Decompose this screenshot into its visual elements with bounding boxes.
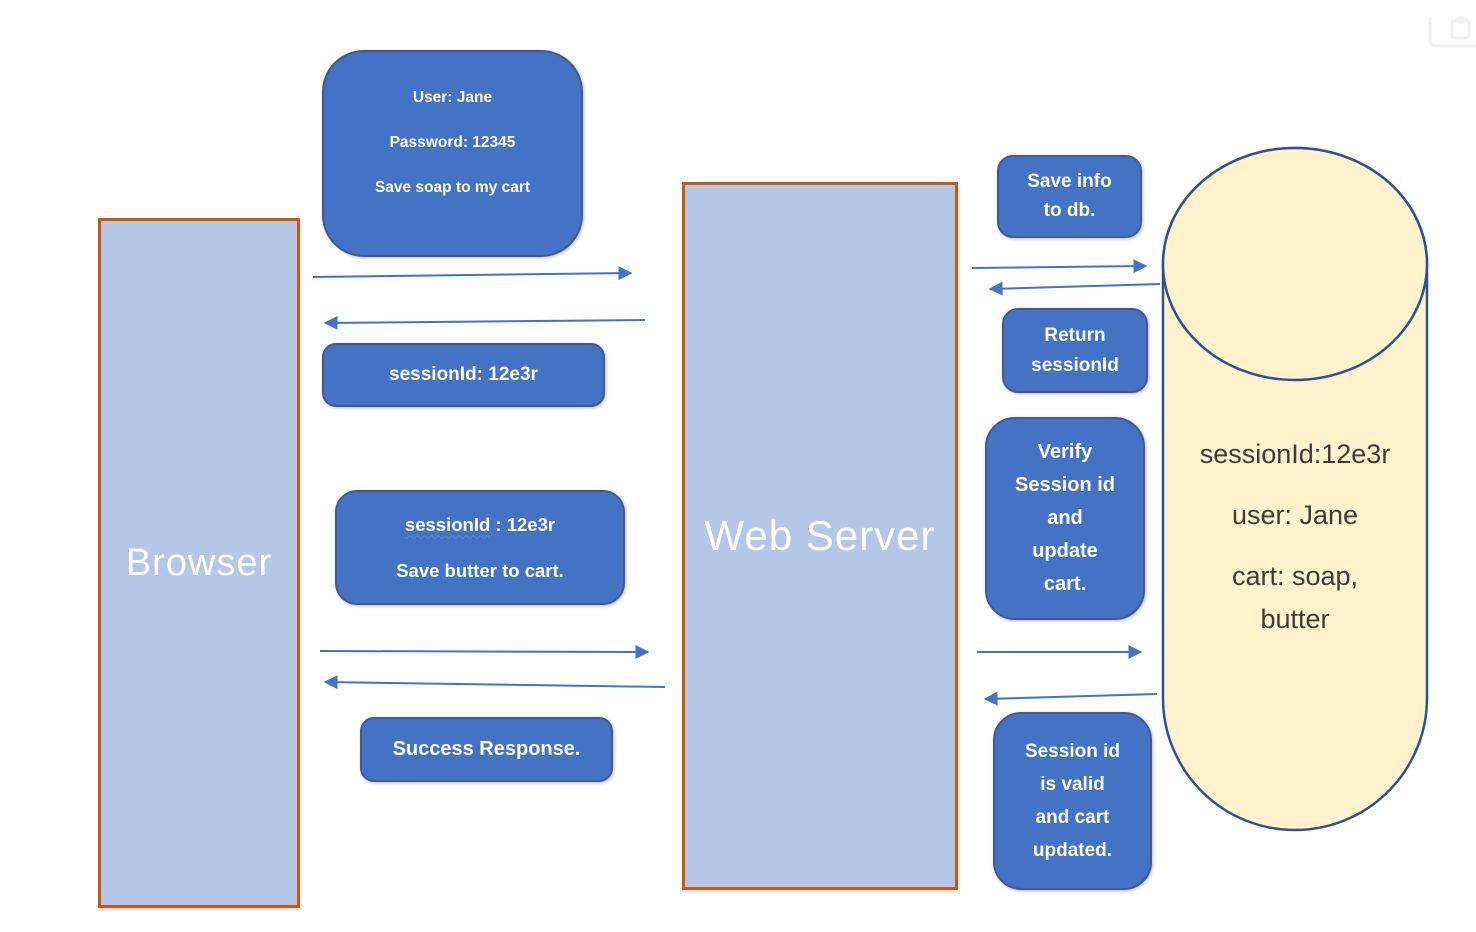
sessionid-rest: : 12e3r [490, 513, 556, 535]
database-cylinder [1161, 146, 1429, 832]
verify-line1: Verify [1037, 441, 1093, 463]
save-info-note: Save info to db. [997, 155, 1142, 238]
arrow-server-to-browser-success [323, 675, 666, 690]
db-user-value: user: Jane [1231, 500, 1359, 530]
arrow-browser-to-server-login [312, 266, 633, 281]
session-response-note: sessionId: 12e3r [322, 343, 605, 407]
return-session-note: Return sessionId [1002, 308, 1148, 393]
return-session-line2: sessionId [1031, 354, 1119, 376]
cart-request-note: sessionId : 12e3r Save butter to cart. [335, 490, 625, 605]
clipboard-icon [1428, 16, 1476, 48]
web-server-actor: Web Server [682, 182, 958, 890]
verify-line4: update [1032, 540, 1098, 562]
save-info-line1: Save info [1027, 171, 1112, 192]
verify-line2: Session id [1014, 474, 1116, 496]
session-valid-note: Session id is valid and cart updated. [993, 712, 1152, 890]
browser-label: Browser [125, 541, 273, 584]
success-response-note: Success Response. [360, 717, 613, 782]
valid-line1: Session id [1024, 741, 1121, 762]
verify-line3: and [1047, 507, 1083, 529]
save-info-line2: to db. [1043, 200, 1096, 221]
cart-request-action-line: Save butter to cart. [396, 559, 564, 581]
arrow-server-to-browser-sessionid [323, 315, 646, 330]
login-cart-line: Save soap to my cart [374, 178, 531, 196]
cart-request-sessionid-line: sessionId : 12e3r [405, 514, 555, 536]
database-record: sessionId:12e3r user: Jane cart: soap, b… [1163, 433, 1427, 641]
arrow-browser-to-server-cart [319, 644, 650, 659]
valid-line3: and cart [1035, 807, 1110, 828]
valid-line4: updated. [1032, 840, 1113, 861]
db-cart-value-line2: butter [1260, 604, 1330, 634]
web-server-label: Web Server [704, 512, 936, 559]
arrow-db-to-server-valid [983, 691, 1158, 706]
db-sessionid-value: sessionId:12e3r [1199, 439, 1391, 469]
sessionid-term: sessionId [404, 513, 491, 535]
return-session-line1: Return [1044, 324, 1106, 346]
valid-line2: is valid [1040, 774, 1105, 795]
login-password-line: Password: 12345 [389, 133, 516, 151]
verify-line5: cart. [1043, 573, 1087, 595]
database-lid [1161, 146, 1429, 382]
arrow-server-to-db-save [971, 259, 1148, 274]
arrow-db-to-server-sessionid [988, 281, 1161, 296]
verify-session-note: Verify Session id and update cart. [985, 417, 1145, 620]
login-request-note: User: Jane Password: 12345 Save soap to … [322, 50, 583, 257]
db-cart-value-line1: cart: soap, [1231, 561, 1359, 591]
success-response-label: Success Response. [392, 738, 581, 760]
login-user-line: User: Jane [412, 88, 493, 106]
browser-actor: Browser [98, 218, 300, 908]
session-response-label: sessionId: 12e3r [389, 364, 538, 385]
